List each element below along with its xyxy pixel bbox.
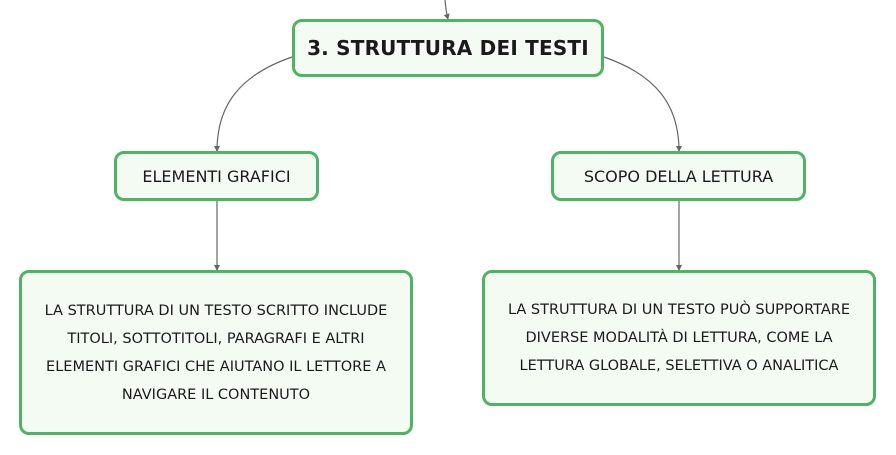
elementi-grafici-detail: LA STRUTTURA DI UN TESTO SCRITTO INCLUDE… bbox=[44, 302, 388, 403]
elementi-grafici-label: ELEMENTI GRAFICI bbox=[142, 166, 291, 186]
scopo-lettura-detail: LA STRUTTURA DI UN TESTO PUÒ SUPPORTARE … bbox=[507, 302, 850, 374]
root-label: 3. STRUTTURA DEI TESTI bbox=[307, 36, 589, 60]
incoming-connector bbox=[443, 0, 450, 20]
elementi-grafici-detail-node[interactable]: LA STRUTTURA DI UN TESTO SCRITTO INCLUDE… bbox=[19, 270, 413, 435]
elementi-grafici-node[interactable]: ELEMENTI GRAFICI bbox=[114, 151, 319, 201]
scopo-lettura-node[interactable]: SCOPO DELLA LETTURA bbox=[551, 151, 806, 201]
scopo-lettura-label: SCOPO DELLA LETTURA bbox=[583, 166, 774, 186]
connector-root-left bbox=[214, 56, 293, 152]
scopo-lettura-detail-node[interactable]: LA STRUTTURA DI UN TESTO PUÒ SUPPORTARE … bbox=[482, 270, 876, 406]
root-node[interactable]: 3. STRUTTURA DEI TESTI bbox=[292, 19, 604, 77]
connector-root-right bbox=[603, 56, 682, 152]
